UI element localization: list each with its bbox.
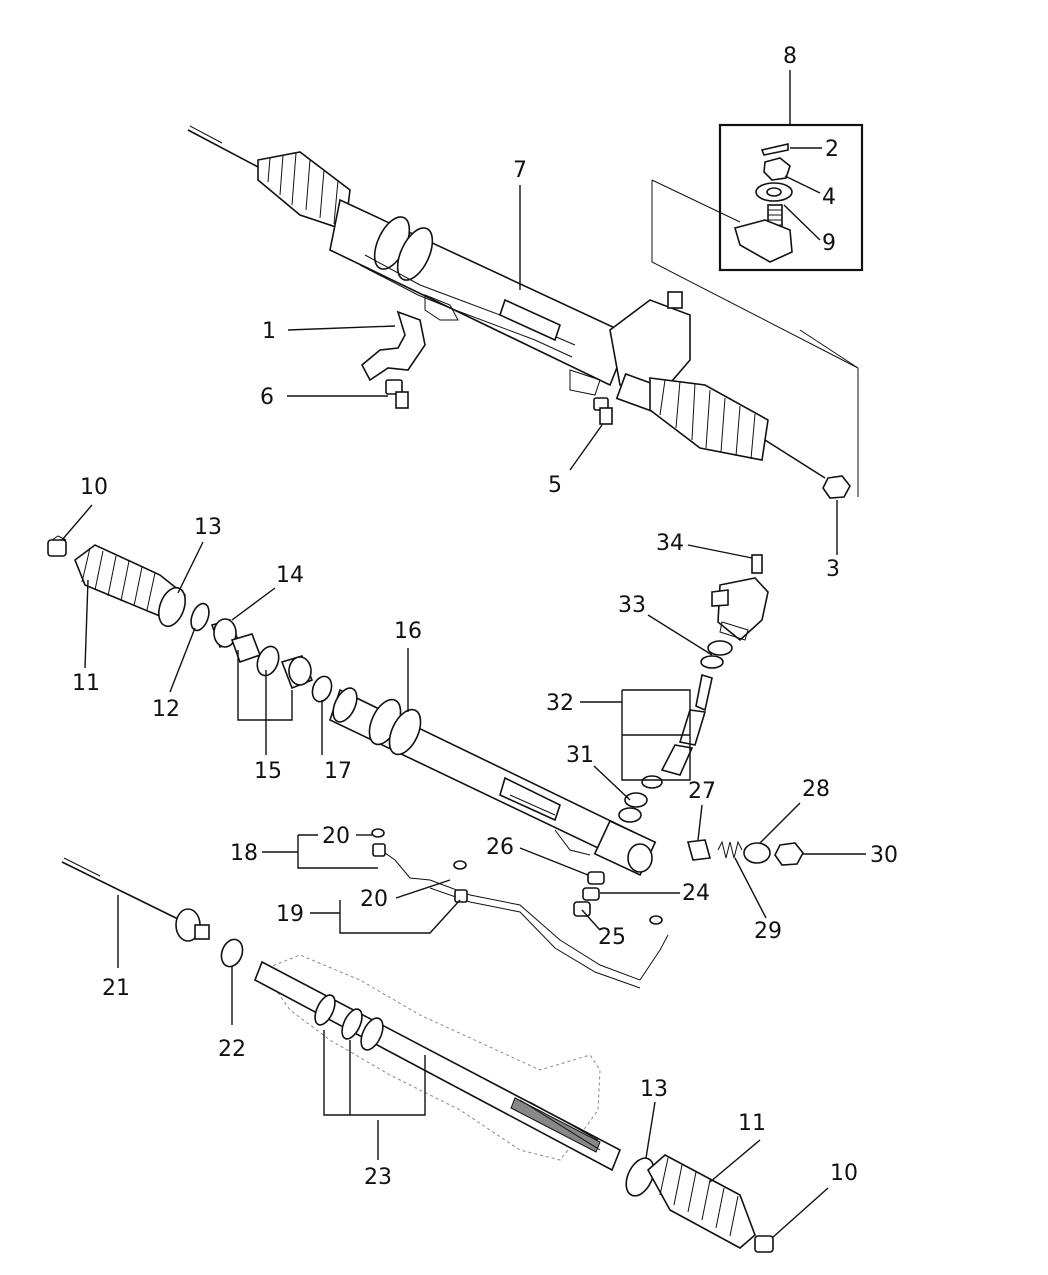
label-8: 8 [783,44,797,69]
label-6: 6 [260,385,274,410]
label-13-bottom: 13 [640,1077,668,1102]
tie-rod-end-kit-box [718,123,864,272]
label-20-top: 20 [322,824,350,849]
label-19: 19 [276,902,304,927]
label-4: 4 [822,185,836,210]
label-21: 21 [102,976,130,1001]
seal-17 [311,675,333,703]
label-31: 31 [566,743,594,768]
part-labels: 8 2 4 9 7 1 6 5 3 10 13 11 12 14 15 17 1… [72,44,898,1190]
label-15: 15 [254,759,282,784]
label-18: 18 [230,841,258,866]
clamp-13-lower [625,1157,655,1197]
label-33: 33 [618,593,646,618]
rack-and-pinion-assembly [187,125,851,499]
pinion-shaft-32 [641,673,713,789]
bolt-6 [385,379,409,409]
label-23: 23 [364,1165,392,1190]
bolt-5 [593,397,613,425]
rack-23 [253,954,622,1172]
label-22: 22 [218,1037,246,1062]
label-5: 5 [548,473,562,498]
label-7: 7 [513,158,527,183]
label-13-top: 13 [194,515,222,540]
small-parts-24-25-26 [573,871,605,917]
gear-housing-16 [329,687,657,876]
label-16: 16 [394,619,422,644]
label-2: 2 [825,137,839,162]
label-25: 25 [598,925,626,950]
label-1: 1 [262,319,276,344]
boot-left [74,544,186,628]
label-34: 34 [656,531,684,556]
label-11-top: 11 [72,671,100,696]
snap-ring-12 [190,602,210,632]
yoke-plug-assembly [686,839,804,866]
label-20-bottom: 20 [360,887,388,912]
leader-lines [61,70,866,1239]
label-27: 27 [688,779,716,804]
boot-clamp-right [754,1235,774,1253]
boot-right [646,1154,756,1249]
label-9: 9 [822,231,836,256]
pressure-pipe-18 [371,828,431,881]
label-10-top: 10 [80,475,108,500]
seal-33 [700,640,733,669]
label-30: 30 [870,843,898,868]
label-12: 12 [152,697,180,722]
label-17: 17 [324,759,352,784]
label-29: 29 [754,919,782,944]
inner-tie-rod-21 [61,857,210,942]
bushing-set-15 [230,633,314,690]
label-3: 3 [826,557,840,582]
mounting-bracket [360,310,426,382]
label-24: 24 [682,881,710,906]
label-14: 14 [276,563,304,588]
label-10-bottom: 10 [830,1161,858,1186]
ring-22 [220,938,244,968]
valve-body-assembly [711,554,769,642]
return-pipe-19 [429,860,669,989]
kit-projection-lines [651,179,859,497]
label-11-bottom: 11 [738,1111,766,1136]
label-32: 32 [546,691,574,716]
label-26: 26 [486,835,514,860]
washer-set-31 [618,792,648,823]
label-28: 28 [802,777,830,802]
